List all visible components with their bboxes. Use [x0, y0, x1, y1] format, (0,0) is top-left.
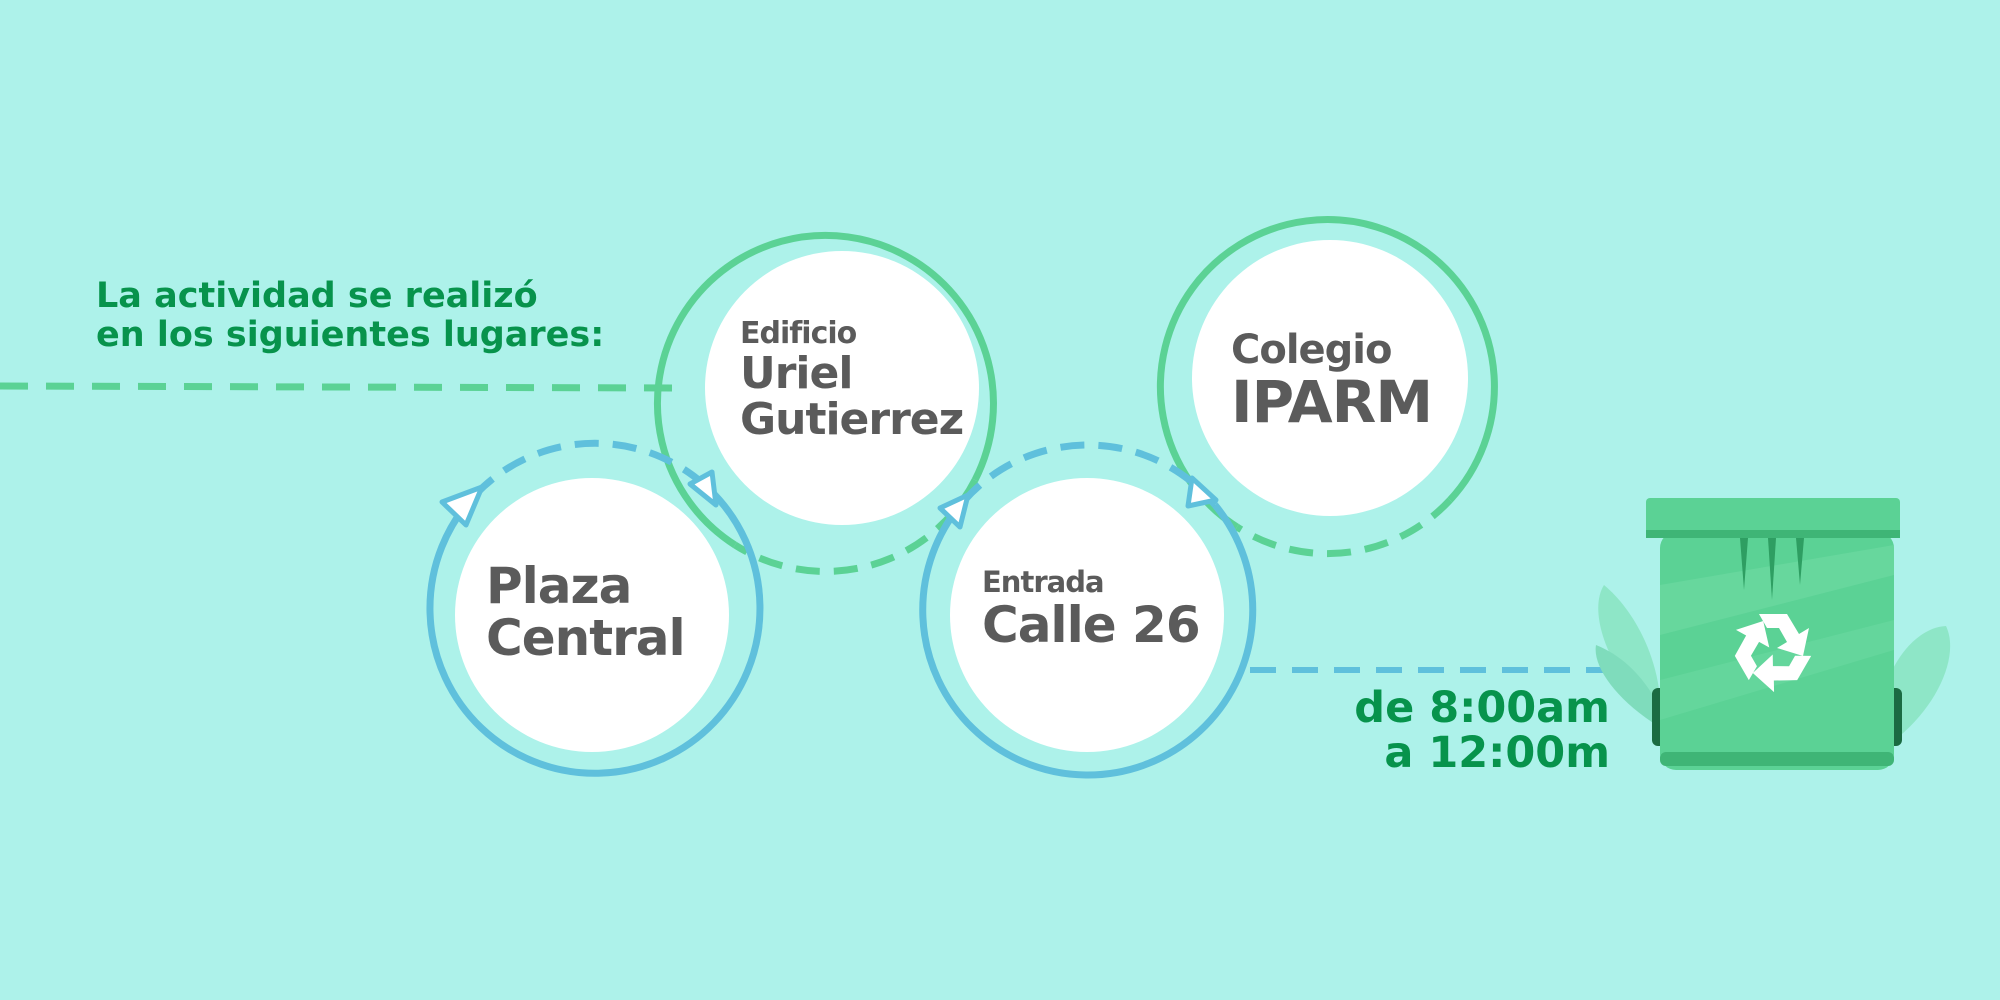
- schedule-text: de 8:00am a 12:00m: [1354, 686, 1610, 776]
- place-label-line-2: Central: [486, 609, 686, 667]
- place-label-line-2: Gutierrez: [740, 394, 964, 445]
- place-label-line-1: Calle 26: [982, 596, 1201, 654]
- intro-line-1: La actividad se realizó: [96, 276, 538, 316]
- place-colegio-iparm: Colegio IPARM: [1231, 327, 1433, 436]
- place-label-small: Colegio: [1231, 327, 1393, 373]
- schedule-line-2: a 12:00m: [1384, 728, 1610, 778]
- place-label-line-1: Uriel: [740, 348, 853, 399]
- arrowhead-entrada-right: [1185, 475, 1219, 509]
- recycle-bin-icon: [1646, 498, 1902, 770]
- arrowhead-plaza-right: [687, 469, 719, 508]
- place-label-line-1: Plaza: [486, 557, 632, 615]
- recycle-symbol-icon: [1734, 614, 1812, 693]
- ring-colegio-iparm: [1156, 216, 1498, 558]
- place-label-line-1: IPARM: [1231, 368, 1433, 436]
- ring-entrada-calle-26: [919, 441, 1257, 779]
- place-plaza-central: Plaza Central: [486, 557, 686, 667]
- arrowhead-plaza-left: [439, 484, 485, 528]
- arrowhead-entrada-left: [937, 492, 971, 530]
- place-label-small: Edificio: [740, 316, 857, 351]
- schedule-line-1: de 8:00am: [1354, 683, 1610, 733]
- ring-plaza-central: [426, 439, 764, 777]
- place-edificio-uriel-gutierrez: Edificio Uriel Gutierrez: [740, 316, 964, 445]
- place-label-small: Entrada: [982, 565, 1105, 599]
- place-entrada-calle-26: Entrada Calle 26: [982, 565, 1201, 654]
- intro-line-2: en los siguientes lugares:: [96, 315, 605, 355]
- left-dashed-connector: [0, 382, 673, 392]
- intro-text: La actividad se realizó en los siguiente…: [96, 277, 604, 355]
